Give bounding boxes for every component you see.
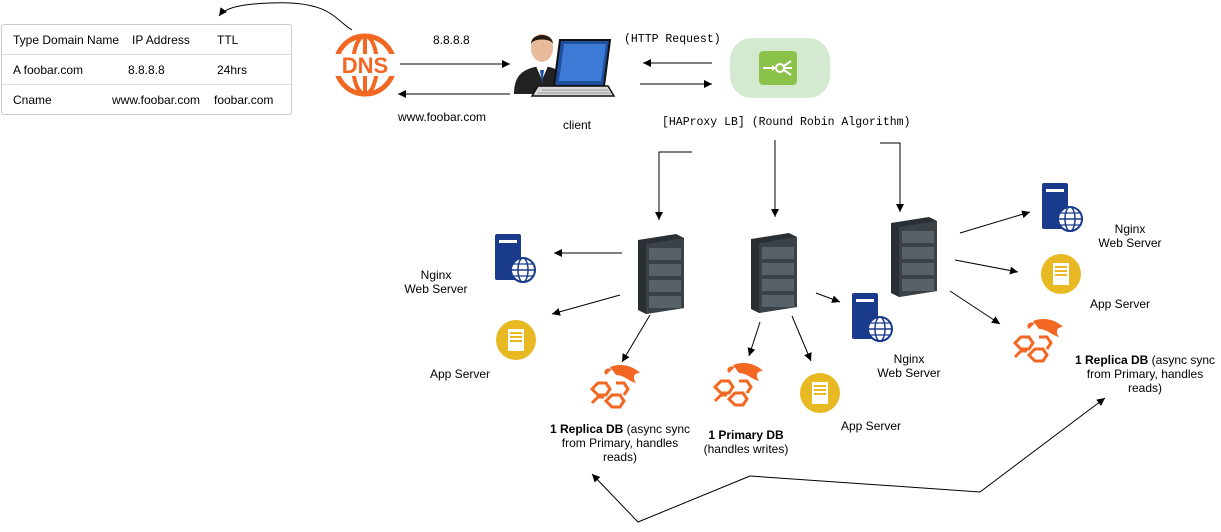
app-server-label: App Server	[1090, 297, 1151, 311]
web-server-label-line: Web Server	[1098, 236, 1162, 250]
web-server-icon	[852, 293, 894, 343]
replica-db-label-line: 1 Replica DB (async sync	[530, 422, 710, 436]
table-cell: foobar.com	[214, 93, 274, 107]
replica-db-label-line: from Primary, handles	[561, 436, 679, 450]
client-label: client	[563, 118, 592, 132]
app-server-icon	[1041, 254, 1081, 294]
lb-to-server-right-arrow	[880, 142, 904, 212]
dns-icon: DNS	[332, 32, 398, 98]
dns-record-table: Type Domain Name IP Address TTL A foobar…	[1, 24, 292, 115]
left-server-to-app-arrow	[551, 294, 621, 316]
table-cell: 24hrs	[217, 63, 248, 77]
server-rack-icon-middle	[749, 233, 799, 313]
replica-db-title: 1 Replica DB	[1074, 353, 1149, 367]
replica-db-label: 1 Replica DB (async sync from Primary, h…	[1070, 353, 1220, 395]
middle-server-to-app-arrow	[791, 315, 812, 362]
primary-db-label: 1 Primary DB (handles writes)	[686, 428, 806, 456]
app-server-icon	[496, 320, 536, 360]
web-server-label: Nginx Web Server	[869, 352, 949, 380]
web-server-icon	[495, 234, 537, 284]
mysql-database-icon	[709, 361, 765, 413]
middle-server-to-db-arrow	[747, 321, 761, 357]
middle-server-to-web-arrow	[815, 292, 841, 303]
replica-db-title: 1 Replica DB	[549, 422, 624, 436]
left-server-to-db-arrow	[621, 314, 651, 363]
replica-db-label-line: reads)	[602, 450, 637, 464]
mysql-database-icon	[586, 363, 642, 415]
primary-db-label-line: 1 Primary DB	[686, 428, 806, 442]
table-header-row: Type Domain Name IP Address TTL	[2, 25, 291, 55]
table-cell: 8.8.8.8	[128, 63, 165, 77]
table-header-cell: IP Address	[132, 33, 190, 47]
web-server-label-line: Nginx	[1114, 222, 1146, 236]
mysql-database-icon	[1009, 317, 1065, 369]
replica-db-label-line: 1 Replica DB (async sync	[1070, 353, 1220, 367]
table-row: Cname www.foobar.com foobar.com	[2, 85, 291, 114]
replica-db-text: (async sync	[623, 422, 691, 436]
replica-db-label-line: from Primary, handles	[1086, 367, 1204, 381]
ip-address-label: 8.8.8.8	[433, 33, 470, 47]
web-server-label-line: Nginx	[893, 352, 925, 366]
http-request-label: (HTTP Request)	[624, 33, 721, 46]
primary-db-title: 1 Primary DB	[708, 428, 784, 442]
client-user-icon	[508, 24, 616, 100]
web-server-label-line: Web Server	[877, 366, 941, 380]
dns-logo-text: DNS	[342, 53, 388, 78]
load-balancer-label: [HAProxy LB] (Round Robin Algorithm)	[662, 116, 911, 129]
web-server-label-line: Nginx	[420, 268, 452, 282]
right-server-to-web-arrow	[959, 210, 1031, 234]
replication-arrows	[591, 473, 751, 523]
app-server-label: App Server	[841, 419, 902, 433]
table-cell: A foobar.com	[13, 63, 84, 77]
table-cell: www.foobar.com	[112, 93, 201, 107]
table-row: A foobar.com 8.8.8.8 24hrs	[2, 55, 291, 85]
domain-label: www.foobar.com	[398, 110, 487, 124]
server-rack-icon-left	[636, 234, 686, 314]
replica-db-label: 1 Replica DB (async sync from Primary, h…	[530, 422, 710, 464]
lb-to-server-left-arrow	[655, 151, 692, 220]
primary-db-label-line: (handles writes)	[703, 442, 789, 456]
table-cell: Cname	[13, 93, 52, 107]
replica-db-text: (async sync	[1148, 353, 1216, 367]
server-rack-icon-right	[889, 217, 939, 297]
web-server-label: Nginx Web Server	[396, 268, 476, 296]
web-server-label: Nginx Web Server	[1090, 222, 1170, 250]
load-balancer-icon	[730, 38, 830, 98]
right-server-to-app-arrow	[954, 259, 1019, 275]
web-server-label-line: Web Server	[404, 282, 468, 296]
replica-db-label-line: reads)	[1127, 381, 1162, 395]
app-server-icon	[800, 373, 840, 413]
dns-to-table-arrow	[218, 2, 353, 31]
table-header-cell: TTL	[217, 33, 239, 47]
right-server-to-db-arrow	[949, 290, 1001, 325]
table-header-cell: Type Domain Name	[13, 33, 120, 47]
web-server-icon	[1042, 183, 1084, 233]
replication-arrow-right	[749, 397, 1106, 493]
app-server-label: App Server	[430, 367, 491, 381]
